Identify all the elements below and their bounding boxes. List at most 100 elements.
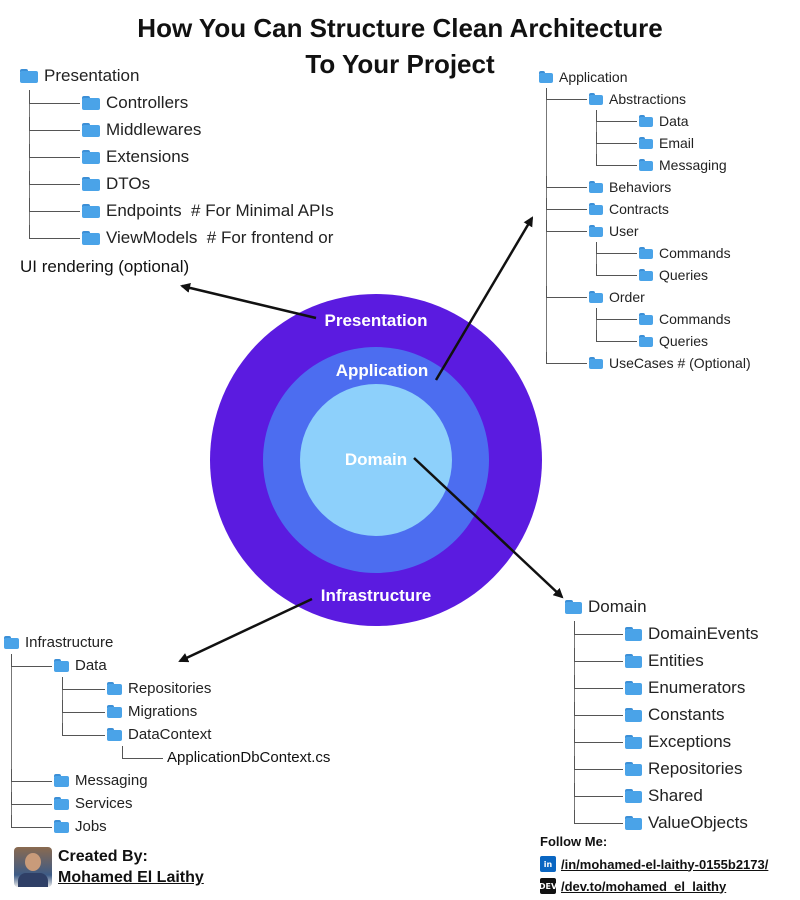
tree-connector — [574, 648, 623, 662]
tree-item-label: Messaging — [75, 772, 148, 789]
tree-item-label: Email — [659, 135, 695, 151]
tree-root: Application — [539, 69, 628, 85]
tree-root-label: Domain — [588, 597, 647, 616]
tree-connector — [546, 198, 587, 210]
tree-connector — [29, 117, 80, 131]
tree-continuation-label: UI rendering (optional) — [20, 257, 190, 276]
folder-icon — [589, 225, 603, 237]
folder-icon — [625, 626, 642, 642]
folder-icon — [107, 682, 122, 695]
domain-ring-label: Domain — [344, 450, 408, 469]
folder-icon — [639, 247, 653, 259]
tree-root: Infrastructure — [4, 634, 113, 651]
tree-connector — [546, 88, 587, 100]
tree-line — [574, 621, 575, 822]
tree-item-label: Data — [75, 657, 107, 674]
folder-icon — [625, 680, 642, 696]
tree-item: DTOs — [82, 174, 150, 194]
avatar-face — [25, 853, 41, 871]
tree-item: Commands — [639, 311, 731, 327]
tree-item: Queries — [639, 333, 708, 349]
tree-item-label: Behaviors — [609, 179, 672, 195]
tree-item-label: Migrations — [128, 703, 198, 720]
tree-item-label: DTOs — [106, 174, 151, 193]
tree-item: DataContext — [107, 726, 211, 743]
tree-item-label: Commands — [659, 311, 731, 327]
author-credit: Created By: Mohamed El Laithy — [14, 846, 204, 888]
tree-item: Extensions — [82, 147, 189, 167]
tree-connector — [546, 176, 587, 188]
tree-line — [596, 308, 597, 340]
tree-item: Constants — [625, 705, 725, 725]
linkedin-row: in /in/mohamed-el-laithy-0155b2173/ — [540, 856, 768, 872]
folder-icon — [625, 734, 642, 750]
folder-icon — [589, 203, 603, 215]
tree-root-label: Presentation — [44, 66, 140, 85]
tree-item-label: Commands — [659, 245, 731, 261]
folder-icon — [82, 149, 100, 165]
folder-icon — [107, 705, 122, 718]
tree-item: Messaging — [639, 157, 727, 173]
tree-item: ValueObjects — [625, 813, 748, 833]
tree-item-label: Abstractions — [609, 91, 687, 107]
folder-icon — [639, 335, 653, 347]
avatar — [14, 847, 52, 887]
tree-connector — [62, 723, 105, 736]
folder-icon — [639, 313, 653, 325]
tree-connector — [29, 144, 80, 158]
tree-line — [596, 242, 597, 274]
tree-item: Shared — [625, 786, 703, 806]
tree-item-continuation: UI rendering (optional) — [20, 257, 189, 277]
linkedin-link[interactable]: /in/mohamed-el-laithy-0155b2173/ — [561, 856, 769, 872]
tree-item: User — [589, 223, 639, 239]
folder-icon — [82, 176, 100, 192]
folder-icon — [82, 230, 100, 246]
tree-line — [11, 654, 12, 824]
tree-connector — [546, 352, 587, 364]
folder-icon — [4, 636, 19, 649]
tree-item-label: Controllers — [106, 93, 189, 112]
dev-link[interactable]: /dev.to/mohamed_el_laithy — [561, 878, 727, 894]
folder-icon — [639, 159, 653, 171]
application-ring-label: Application — [335, 361, 429, 380]
tree-item: Enumerators — [625, 678, 745, 698]
folder-icon — [625, 815, 642, 831]
tree-item: Exceptions — [625, 732, 731, 752]
folder-icon — [54, 659, 69, 672]
tree-item-label: Endpoints # For Minimal APIs — [106, 201, 334, 220]
tree-item: Services — [54, 795, 133, 812]
tree-file: ApplicationDbContext.cs — [167, 749, 330, 766]
tree-item: Entities — [625, 651, 704, 671]
tree-item: Messaging — [54, 772, 148, 789]
tree-item: Jobs — [54, 818, 107, 835]
folder-icon — [82, 203, 100, 219]
folder-icon — [589, 357, 603, 369]
tree-item-label: Order — [609, 289, 645, 305]
tree-item: Repositories — [107, 680, 211, 697]
tree-file-label: ApplicationDbContext.cs — [167, 749, 331, 766]
dev-icon: DEV — [539, 878, 557, 894]
credit-text: Created By: Mohamed El Laithy — [58, 846, 204, 888]
title-line-1: How You Can Structure Clean Architecture — [137, 13, 663, 43]
tree-connector — [29, 198, 80, 212]
author-name-link[interactable]: Mohamed El Laithy — [58, 869, 204, 886]
folder-icon — [539, 71, 553, 83]
tree-connector — [11, 792, 52, 805]
tree-item-label: Contracts — [609, 201, 669, 217]
tree-connector — [29, 225, 80, 239]
tree-connector — [596, 154, 637, 166]
tree-item: Queries — [639, 267, 708, 283]
tree-connector — [11, 815, 52, 828]
follow-label: Follow Me: — [540, 834, 608, 849]
tree-root-label: Infrastructure — [25, 634, 114, 651]
tree-item: Email — [639, 135, 694, 151]
tree-connector — [62, 700, 105, 713]
tree-item-label: Queries — [659, 267, 709, 283]
tree-connector — [574, 810, 623, 824]
infrastructure-arrow — [178, 597, 313, 663]
tree-connector — [596, 330, 637, 342]
tree-item-label: Shared — [648, 786, 703, 805]
tree-item-label: Extensions — [106, 147, 190, 166]
tree-item: Contracts — [589, 201, 669, 217]
tree-item-label: User — [609, 223, 639, 239]
